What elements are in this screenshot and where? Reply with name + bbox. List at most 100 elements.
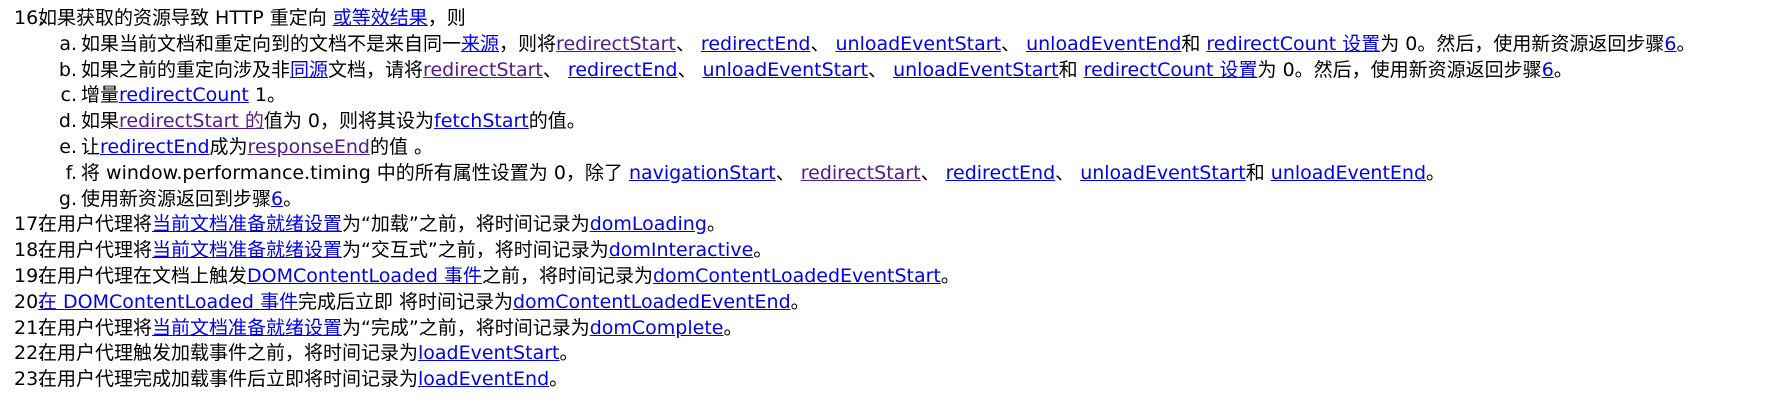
text-segment: 。	[940, 264, 960, 287]
text-link[interactable]: unloadEventStart	[1080, 161, 1246, 184]
text-link[interactable]: unloadEventEnd	[1026, 32, 1182, 55]
text-segment: 为“完成”之前，将时间记录为	[342, 316, 590, 339]
text-link[interactable]: domComplete	[589, 316, 724, 339]
text-segment: 使用新资源返回到步骤	[81, 187, 272, 210]
text-segment: 增量	[81, 84, 120, 107]
text-link[interactable]: loadEventEnd	[418, 368, 550, 391]
text-segment: 和	[1058, 58, 1084, 81]
text-link[interactable]: 6	[1664, 32, 1677, 55]
text-link[interactable]: unloadEventEnd	[1270, 161, 1427, 184]
text-link[interactable]: redirectCount 设置	[1206, 32, 1381, 55]
text-link[interactable]: unloadEventStart	[893, 58, 1059, 81]
list-item: 17.在用户代理将当前文档准备就绪设置为“加载”之前，将时间记录为domLoad…	[0, 212, 1767, 238]
list-item-text: 在用户代理完成加载事件后立即将时间记录为loadEventEnd。	[38, 367, 568, 393]
text-segment: 、	[810, 32, 836, 55]
text-segment: 。	[283, 187, 303, 210]
text-segment: 如果获取的资源导致 HTTP 重定向	[38, 7, 333, 29]
text-segment: 将 window.performance.timing 中的所有属性设置为 0，…	[81, 161, 629, 184]
list-item-number: 23.	[14, 368, 45, 391]
text-segment: 、	[542, 58, 568, 81]
text-link[interactable]: DOMContentLoaded 事件	[247, 264, 482, 287]
sub-list-item-text: 如果当前文档和重定向到的文档不是来自同一来源，则将redirectStart、 …	[81, 32, 1695, 58]
text-link[interactable]: navigationStart	[628, 161, 776, 184]
text-segment: 让	[81, 135, 101, 158]
text-segment: 如果当前文档和重定向到的文档不是来自同一	[81, 32, 462, 55]
text-link[interactable]: 当前文档准备就绪设置	[152, 213, 343, 236]
text-link[interactable]: redirectStart	[556, 32, 676, 55]
list-item-text: 在用户代理触发加载事件之前，将时间记录为loadEventStart。	[38, 341, 578, 367]
text-link[interactable]: redirectStart 的	[119, 110, 264, 133]
text-segment: 如果	[81, 110, 120, 133]
text-link[interactable]: 当前文档准备就绪设置	[152, 239, 343, 262]
list-item-number: 18.	[14, 239, 45, 262]
text-segment: ，则将	[499, 32, 557, 55]
text-segment: 。	[706, 213, 726, 236]
text-segment: 为 0。然后，使用新资源返回步骤	[1257, 58, 1542, 81]
text-segment: 、	[1001, 32, 1027, 55]
list-item: 20.在 DOMContentLoaded 事件完成后立即 将时间记录为domC…	[0, 290, 1767, 316]
text-link[interactable]: 或等效结果	[332, 7, 428, 29]
text-link[interactable]: redirectCount	[119, 84, 249, 107]
text-segment: 在用户代理触发加载事件之前，将时间记录为	[38, 342, 419, 365]
text-link[interactable]: 6	[1541, 58, 1554, 81]
text-segment: 、	[677, 58, 703, 81]
text-link[interactable]: loadEventStart	[418, 342, 560, 365]
text-link[interactable]: redirectCount 设置	[1083, 58, 1258, 81]
text-link[interactable]: unloadEventStart	[835, 32, 1002, 55]
sub-list-item: e.让redirectEnd成为responseEnd的值 。	[0, 135, 1767, 161]
sub-list-item: a.如果当前文档和重定向到的文档不是来自同一来源，则将redirectStart…	[0, 32, 1767, 58]
list-item: 22.在用户代理触发加载事件之前，将时间记录为loadEventStart。	[0, 341, 1767, 367]
text-link[interactable]: 在 DOMContentLoaded 事件	[38, 290, 298, 313]
text-segment: 。	[1553, 58, 1573, 81]
text-link[interactable]: 当前文档准备就绪设置	[152, 316, 343, 339]
text-link[interactable]: 同源	[290, 58, 329, 81]
sub-list-item: b.如果之前的重定向涉及非同源文档，请将redirectStart、 redir…	[0, 58, 1767, 84]
text-segment: 的值。	[528, 110, 586, 133]
list-item-text: 在 DOMContentLoaded 事件完成后立即 将时间记录为domCont…	[38, 290, 810, 316]
list-item-number: 22.	[14, 342, 45, 365]
text-link[interactable]: domContentLoadedEventStart	[652, 264, 941, 287]
sub-list-item: f.将 window.performance.timing 中的所有属性设置为 …	[0, 161, 1767, 187]
text-link[interactable]: responseEnd	[247, 135, 370, 158]
text-segment: 的值 。	[369, 135, 433, 158]
sub-list-item-letter: g.	[58, 187, 77, 210]
text-link[interactable]: redirectEnd	[700, 32, 811, 55]
text-segment: 之前，将时间记录为	[481, 264, 653, 287]
text-link[interactable]: redirectEnd	[945, 161, 1056, 184]
list-item-text: 在用户代理将当前文档准备就绪设置为“加载”之前，将时间记录为domLoading…	[38, 212, 726, 238]
text-link[interactable]: redirectEnd	[100, 135, 210, 158]
sub-list-item-text: 如果之前的重定向涉及非同源文档，请将redirectStart、 redirec…	[81, 58, 1573, 84]
text-link[interactable]: redirectEnd	[567, 58, 678, 81]
text-segment: 和	[1245, 161, 1271, 184]
list-item-number: 16.	[14, 7, 45, 29]
text-link[interactable]: domLoading	[589, 213, 707, 236]
sub-list-item: g.使用新资源返回到步骤6。	[0, 187, 1767, 213]
text-link[interactable]: 来源	[461, 32, 500, 55]
sub-list-item-text: 将 window.performance.timing 中的所有属性设置为 0，…	[81, 161, 1445, 187]
list-item-text: 如果获取的资源导致 HTTP 重定向 或等效结果，则	[38, 6, 466, 32]
sub-list-item-letter: d.	[58, 110, 77, 133]
list-item: 23.在用户代理完成加载事件后立即将时间记录为loadEventEnd。	[0, 367, 1767, 393]
text-segment: 为“交互式”之前，将时间记录为	[342, 239, 609, 262]
text-segment: 。	[723, 316, 743, 339]
text-segment: 、	[675, 32, 701, 55]
text-link[interactable]: redirectStart	[800, 161, 921, 184]
text-segment: 。	[1426, 161, 1446, 184]
text-segment: 为“加载”之前，将时间记录为	[342, 213, 590, 236]
text-link[interactable]: domContentLoadedEventEnd	[513, 290, 791, 313]
text-link[interactable]: 6	[271, 187, 284, 210]
list-item: 19.在用户代理在文档上触发DOMContentLoaded 事件之前，将时间记…	[0, 264, 1767, 290]
list-item-text: 在用户代理在文档上触发DOMContentLoaded 事件之前，将时间记录为d…	[38, 264, 960, 290]
text-segment: 。	[753, 239, 773, 262]
sub-list-item-letter: a.	[59, 32, 77, 55]
sub-list-item: c.增量redirectCount 1。	[0, 83, 1767, 109]
text-link[interactable]: redirectStart	[423, 58, 543, 81]
text-link[interactable]: fetchStart	[434, 110, 529, 133]
list-item: 18.在用户代理将当前文档准备就绪设置为“交互式”之前，将时间记录为domInt…	[0, 238, 1767, 264]
text-link[interactable]: unloadEventStart	[702, 58, 869, 81]
text-segment: 和	[1181, 32, 1207, 55]
text-segment: 在用户代理完成加载事件后立即将时间记录为	[38, 368, 419, 391]
text-segment: 如果之前的重定向涉及非	[81, 58, 291, 81]
text-link[interactable]: domInteractive	[608, 239, 754, 262]
